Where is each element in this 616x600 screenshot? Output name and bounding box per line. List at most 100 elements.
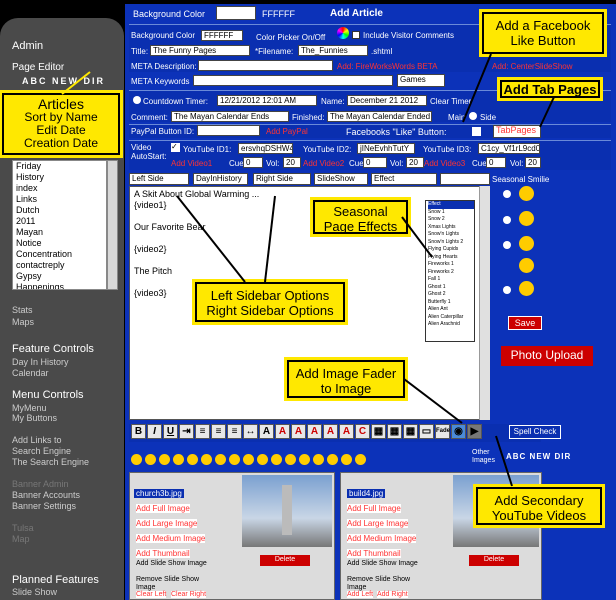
facebook-like-checkbox[interactable] <box>472 127 481 136</box>
emoticon-icon[interactable] <box>341 454 352 465</box>
list-item[interactable]: 2011 <box>16 216 36 226</box>
underline-icon[interactable]: U <box>163 424 178 439</box>
table-icon[interactable]: ▦ <box>371 424 386 439</box>
vol2-input[interactable]: 20 <box>406 157 424 168</box>
emoticon-icon[interactable] <box>159 454 170 465</box>
clear-right-link[interactable]: Clear Right <box>171 591 207 598</box>
smilie-radio[interactable] <box>503 190 511 198</box>
emoticon-icon[interactable] <box>299 454 310 465</box>
effect-option[interactable]: Ghost 1 <box>428 283 446 290</box>
editor-scrollbar[interactable] <box>479 186 490 420</box>
spell-check-button[interactable]: Spell Check <box>509 425 561 439</box>
list-scrollbar[interactable] <box>107 160 118 290</box>
bg-color-swatch[interactable] <box>216 6 256 20</box>
extra-select[interactable] <box>440 173 490 185</box>
youtube-id1-input[interactable]: ersvhqDSHW4 <box>238 143 293 154</box>
effect-option[interactable]: Snow 2 <box>428 216 445 222</box>
list-item[interactable]: Happenings <box>16 282 65 290</box>
add-right-link[interactable]: Add Right <box>377 591 408 598</box>
stats-link[interactable]: Stats <box>12 305 33 315</box>
align-left-icon[interactable]: ≡ <box>195 424 210 439</box>
list-item[interactable]: Gypsy <box>16 271 42 281</box>
delete-button[interactable]: Delete <box>260 555 310 566</box>
effect-option[interactable]: Fireworks 2 <box>428 268 454 275</box>
effect-option[interactable]: Flying Hearts <box>428 253 458 260</box>
bold-icon[interactable]: B <box>131 424 146 439</box>
page-editor-link[interactable]: Page Editor <box>12 62 65 73</box>
clear-timer-link[interactable]: Clear Timer <box>430 97 472 106</box>
slide-show-link[interactable]: Slide Show <box>12 587 58 597</box>
delete-button[interactable]: Delete <box>469 555 519 566</box>
emoticon-icon[interactable] <box>271 454 282 465</box>
my-menu-link[interactable]: MyMenu <box>12 403 47 413</box>
add-fireworks-link[interactable]: Add: FireWorksWords BETA <box>337 62 438 71</box>
font-color-icon[interactable]: A <box>291 424 306 439</box>
cue1-input[interactable]: 0 <box>243 157 263 168</box>
remove-slide-show-link[interactable]: Remove Slide Show Image <box>347 576 411 591</box>
add-medium-image-link[interactable]: Add Medium Image <box>347 534 417 543</box>
font-size-up-icon[interactable]: A <box>307 424 322 439</box>
title-input[interactable]: The Funny Pages <box>150 45 250 56</box>
color-wheel-icon[interactable] <box>337 27 349 39</box>
add-video2-link[interactable]: Add Video2 <box>303 159 345 168</box>
emoticon-icon[interactable] <box>229 454 240 465</box>
add-large-image-link[interactable]: Add Large Image <box>347 519 409 528</box>
list-item[interactable]: Concentration <box>16 249 73 259</box>
effect-option[interactable]: Fall 1 <box>428 276 441 282</box>
add-center-slideshow-link[interactable]: Add: CenterSlideShow <box>492 62 573 71</box>
tab-pages-link[interactable]: TabPages <box>493 125 541 138</box>
add-video3-link[interactable]: Add Video3 <box>424 159 466 168</box>
font-size-icon[interactable]: A <box>275 424 290 439</box>
list-item[interactable]: Friday <box>16 161 42 171</box>
width-icon[interactable]: ↔ <box>243 424 258 439</box>
table-insert-icon[interactable]: ▦ <box>387 424 402 439</box>
hr-icon[interactable]: ▭ <box>419 424 434 439</box>
effect-option[interactable]: Alien Ant <box>428 306 448 312</box>
clear-format-icon[interactable]: C <box>355 424 370 439</box>
align-right-icon[interactable]: ≡ <box>227 424 242 439</box>
color-picker-label[interactable]: Color Picker On/Off <box>256 33 326 42</box>
fader-icon[interactable]: Fade <box>435 424 450 439</box>
vol1-input[interactable]: 20 <box>283 157 301 168</box>
add-full-image-link[interactable]: Add Full Image <box>347 504 401 513</box>
list-item[interactable]: History <box>16 172 45 182</box>
effect-option[interactable]: Butterfly 1 <box>428 298 451 305</box>
clear-left-link[interactable]: Clear Left <box>136 591 167 598</box>
banner-settings-link[interactable]: Banner Settings <box>12 501 77 511</box>
cue3-input[interactable]: 0 <box>486 157 506 168</box>
emoticon-icon[interactable] <box>145 454 156 465</box>
banner-admin-link[interactable]: Banner Admin <box>12 479 69 489</box>
vol3-input[interactable]: 20 <box>525 157 541 168</box>
day-in-history-select[interactable]: DayInHistory <box>193 173 248 185</box>
day-in-history-link[interactable]: Day In History <box>12 357 69 367</box>
indent-icon[interactable]: ⇥ <box>179 424 194 439</box>
effect-option[interactable]: Snow'n Lights 2 <box>428 238 464 245</box>
add-thumbnail-link[interactable]: Add Thumbnail <box>136 549 190 558</box>
list-item[interactable]: Notice <box>16 238 42 248</box>
add-paypal-link[interactable]: Add PayPal <box>266 127 308 136</box>
effect-option[interactable]: Fireworks 1 <box>428 261 454 267</box>
add-left-link[interactable]: Add Left <box>347 591 374 598</box>
comment-input[interactable]: The Mayan Calendar Ends <box>171 111 289 122</box>
font-style-icon[interactable]: A <box>339 424 354 439</box>
effect-option[interactable]: Alien Caterpillar <box>428 313 464 320</box>
filename-input[interactable]: The_Funnies <box>298 45 368 56</box>
emoticon-icon[interactable] <box>257 454 268 465</box>
search-engine-link[interactable]: Search Engine <box>12 446 72 456</box>
align-center-icon[interactable]: ≡ <box>211 424 226 439</box>
meta-keywords-input[interactable] <box>193 75 393 86</box>
calendar-link[interactable]: Calendar <box>12 368 49 378</box>
add-full-image-link[interactable]: Add Full Image <box>136 504 190 513</box>
cue2-input[interactable]: 0 <box>363 157 387 168</box>
youtube-id2-input[interactable]: jINeEvhhTutY <box>357 143 415 154</box>
list-item[interactable]: Links <box>16 194 38 204</box>
category-select[interactable]: Games <box>397 74 445 87</box>
effect-select[interactable]: Effect <box>371 173 437 185</box>
article-list[interactable]: Friday History index Links Dutch 2011 Ma… <box>12 160 107 290</box>
left-side-select[interactable]: Left Side <box>129 173 189 185</box>
slideshow-select[interactable]: SlideShow <box>314 173 368 185</box>
the-search-engine-link[interactable]: The Search Engine <box>12 457 90 467</box>
effect-option[interactable]: Flying Cupids <box>428 246 459 252</box>
effect-option[interactable]: Effect <box>428 201 474 209</box>
photo-upload-button[interactable]: Photo Upload <box>501 346 593 366</box>
